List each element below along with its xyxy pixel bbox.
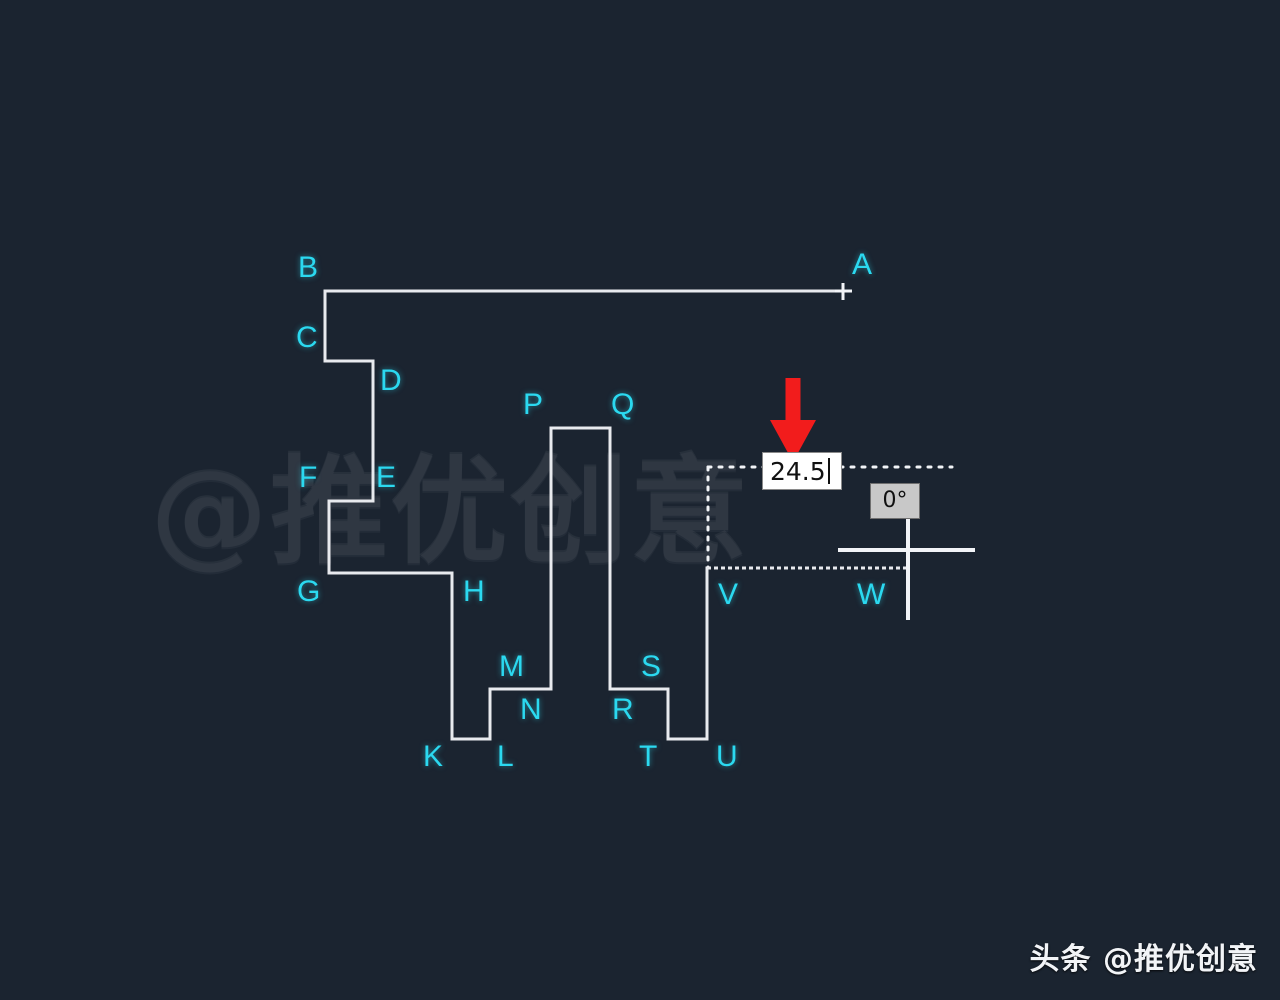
- corner-watermark: 头条 @推优创意: [1029, 942, 1258, 977]
- vertex-label-h: H: [463, 575, 485, 608]
- vertex-label-d: D: [380, 364, 402, 397]
- main-polyline: [323, 289, 845, 741]
- vertex-label-s: S: [641, 650, 662, 683]
- vertex-label-c: C: [296, 321, 318, 354]
- vertex-label-q: Q: [611, 388, 635, 421]
- angle-tooltip: 0°: [870, 483, 920, 519]
- vertex-label-u: U: [716, 740, 738, 773]
- vertex-label-b: B: [298, 251, 319, 284]
- vertex-label-t: T: [639, 740, 658, 773]
- vertex-label-l: L: [497, 740, 514, 773]
- vertex-label-a: A: [852, 248, 873, 281]
- vertex-label-g: G: [297, 575, 321, 608]
- vertex-label-n: N: [520, 693, 542, 726]
- text-caret: [827, 458, 830, 484]
- dynamic-input-value: 24.5: [770, 456, 826, 486]
- red-arrow-annotation: [770, 378, 816, 462]
- vertex-label-e: E: [376, 461, 397, 494]
- center-watermark: @推优创意: [150, 441, 751, 580]
- vertex-label-p: P: [523, 388, 544, 421]
- vertex-label-v: V: [718, 578, 739, 611]
- vertex-label-r: R: [612, 693, 634, 726]
- vertex-label-f: F: [299, 461, 318, 494]
- vertex-label-w: W: [857, 578, 886, 611]
- vertex-label-k: K: [423, 740, 444, 773]
- angle-tooltip-value: 0°: [882, 488, 908, 513]
- dynamic-input-field[interactable]: 24.5: [762, 452, 842, 490]
- vertex-label-m: M: [499, 650, 524, 683]
